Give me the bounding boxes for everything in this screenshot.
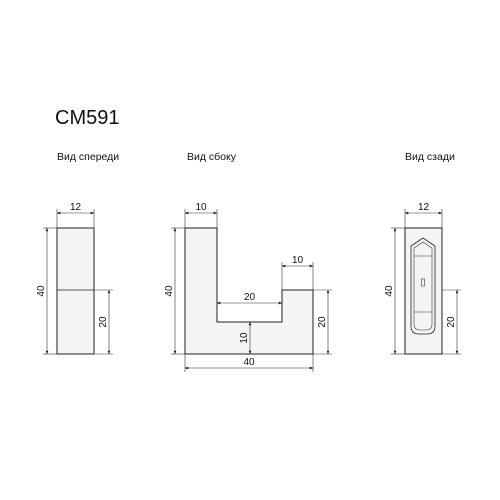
side-view: 10 10 40 20 10 20 40 xyxy=(164,202,332,372)
back-view-label: Вид сзади xyxy=(405,151,455,163)
side-base-value: 10 xyxy=(239,332,250,344)
keyhole-slot-icon xyxy=(421,278,425,287)
back-height-value: 40 xyxy=(384,285,395,297)
side-height-value: 40 xyxy=(164,285,175,297)
side-view-label: Вид сбоку xyxy=(187,151,237,163)
front-view: 12 40 20 xyxy=(36,202,113,355)
back-view-body xyxy=(404,227,443,355)
front-view-label: Вид спереди xyxy=(57,151,119,163)
model-title: CM591 xyxy=(55,107,119,129)
mounting-plate-icon xyxy=(410,237,436,335)
back-view: 12 40 20 xyxy=(384,202,461,355)
back-width-value: 12 xyxy=(418,202,430,213)
side-inner-value: 20 xyxy=(244,292,256,303)
back-mid-value: 20 xyxy=(446,316,457,328)
side-bottom-value: 40 xyxy=(243,357,255,368)
front-view-body xyxy=(56,227,95,355)
side-top-right-value: 10 xyxy=(292,255,304,266)
mounting-plate-inner xyxy=(413,241,433,331)
front-height-value: 40 xyxy=(36,285,47,297)
front-mid-value: 20 xyxy=(98,316,109,328)
front-width-value: 12 xyxy=(70,202,82,213)
side-right-value: 20 xyxy=(317,316,328,328)
side-top-left-value: 10 xyxy=(195,202,207,213)
